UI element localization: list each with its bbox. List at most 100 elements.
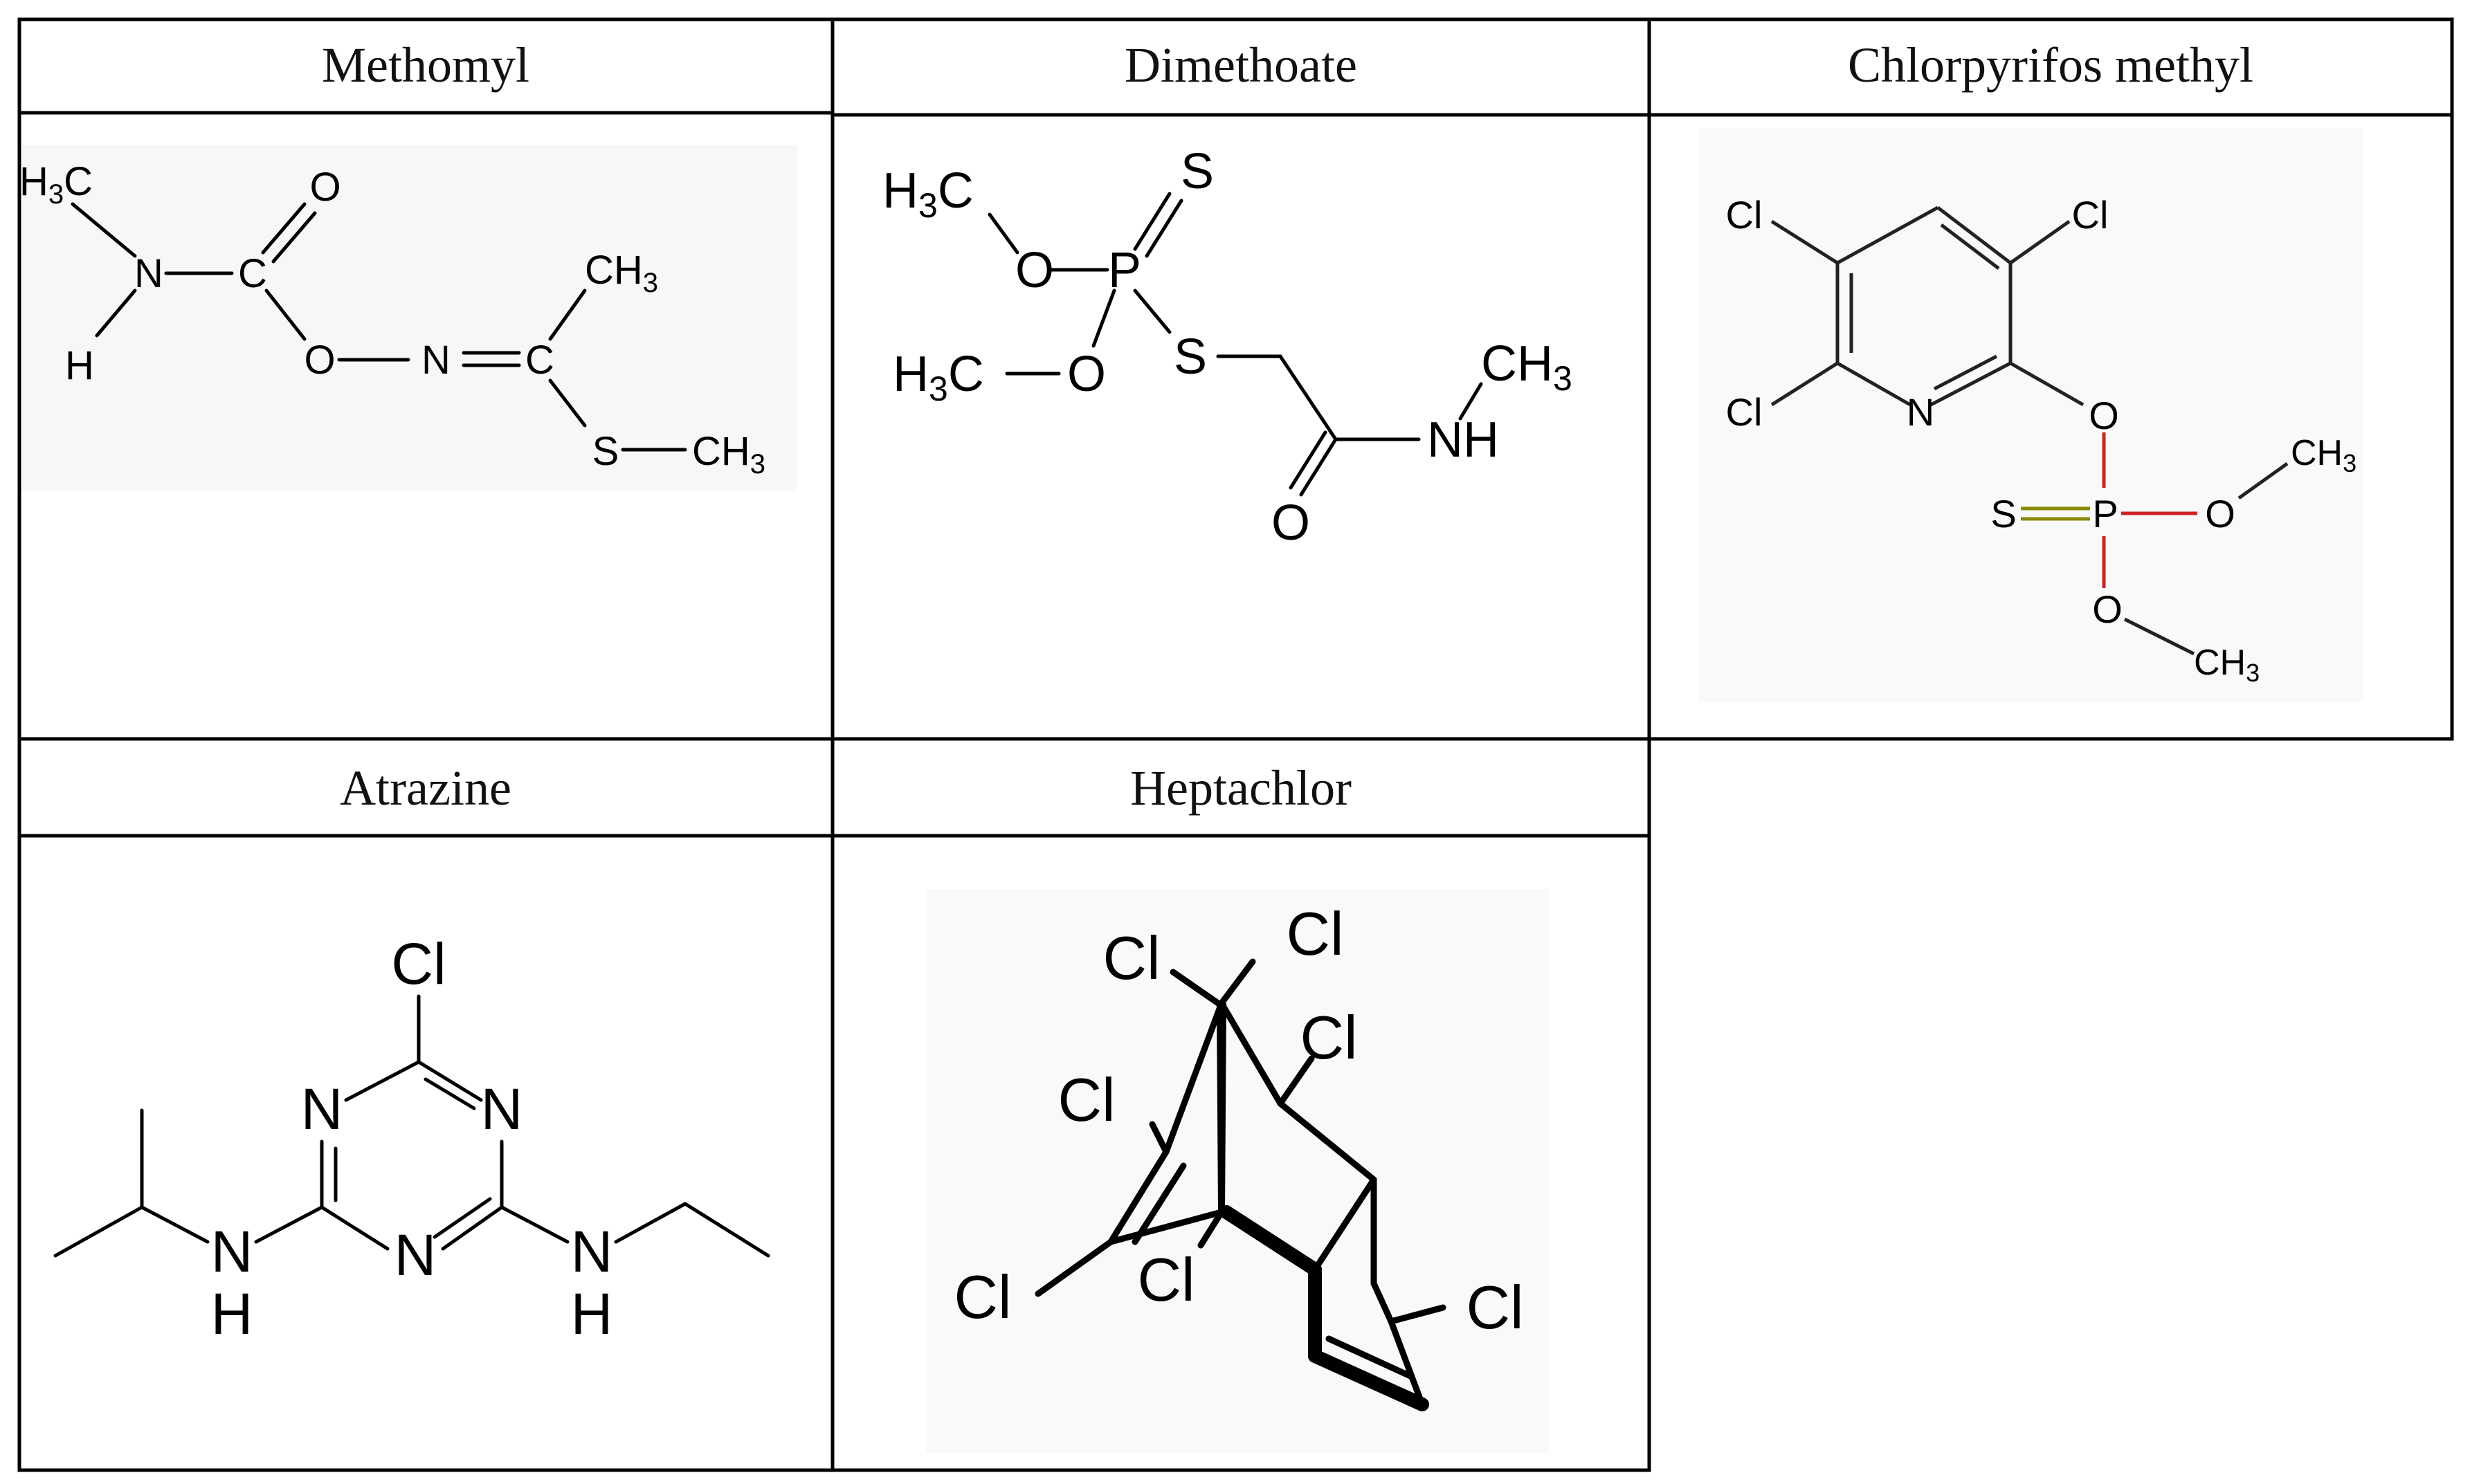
- dimethoate-ch3-label: CH3: [1481, 336, 1572, 398]
- heptachlor-cl-2-label: Cl: [1286, 899, 1343, 968]
- atrazine-nh-right-h-label: H: [571, 1281, 613, 1346]
- bond: [344, 1060, 421, 1102]
- atrazine-n-right-label: N: [481, 1077, 523, 1142]
- chlorpyrifos-n-label: N: [1907, 390, 1934, 434]
- bond: [683, 1202, 770, 1258]
- bond: [1107, 1209, 1225, 1245]
- chlorpyrifos-ch3-right-label: CH3: [2291, 433, 2357, 477]
- heptachlor-structure: Cl Cl Cl Cl Cl Cl Cl: [926, 889, 1549, 1453]
- bond: [264, 288, 307, 341]
- bond: [1218, 958, 1256, 1007]
- bond: [1145, 199, 1183, 258]
- bond: [1091, 288, 1116, 348]
- bond: [1277, 1100, 1377, 1183]
- bond: [53, 1205, 144, 1258]
- bond: [1149, 1121, 1170, 1155]
- bond: [1770, 361, 1839, 407]
- bond: [1388, 1318, 1426, 1408]
- methomyl-oxime-c-label: C: [525, 338, 554, 383]
- chlorpyrifos-cl-top-right-label: Cl: [2072, 193, 2109, 237]
- bond: [1218, 1000, 1284, 1107]
- dimethoate-carbonyl-o-label: O: [1271, 495, 1310, 551]
- chlorpyrifos-methyl-title: Chlorpyrifos methyl: [1848, 37, 2253, 93]
- bond: [261, 202, 307, 255]
- bond: [424, 1077, 476, 1110]
- table-grid: [17, 17, 2454, 1472]
- chlorpyrifos-s-label: S: [1990, 492, 2016, 535]
- bond: [1170, 969, 1222, 1007]
- heptachlor-image-background: [926, 889, 1549, 1453]
- methomyl-n-label: N: [134, 251, 163, 296]
- atrazine-title: Atrazine: [340, 760, 511, 816]
- bond: [2237, 461, 2289, 500]
- methomyl-ch3-top-label: CH3: [585, 248, 658, 298]
- bond: [417, 1060, 483, 1102]
- bond: [1133, 192, 1172, 251]
- bond: [614, 1202, 687, 1244]
- bond: [2009, 219, 2071, 265]
- methomyl-carbonyl-o-label: O: [309, 165, 340, 210]
- chlorpyrifos-methyl-structure: Cl Cl Cl N O S P O O CH3 CH3: [1699, 128, 2363, 702]
- bond: [1197, 1209, 1225, 1249]
- methomyl-oxime-n-label: N: [421, 338, 451, 383]
- heptachlor-cl-4-label: Cl: [1057, 1065, 1115, 1134]
- bond: [1836, 205, 1939, 265]
- bond: [548, 288, 587, 341]
- bond: [1035, 1238, 1114, 1297]
- heptachlor-cl-3-label: Cl: [1300, 1003, 1357, 1072]
- bond: [988, 212, 1019, 255]
- chlorpyrifos-p-label: P: [2092, 492, 2118, 535]
- bond: [140, 1205, 210, 1244]
- bond: [254, 1205, 324, 1244]
- bond: [1289, 430, 1327, 490]
- bond: [2009, 361, 2085, 407]
- bond: [1325, 1335, 1415, 1380]
- bond: [1163, 1000, 1225, 1155]
- atrazine-structure: Cl N N N N H N H: [53, 931, 770, 1346]
- bond: [1311, 1176, 1377, 1273]
- bond: [1929, 361, 2012, 407]
- chlorpyrifos-o-link-label: O: [2089, 394, 2119, 437]
- atrazine-nh-left-n-label: N: [211, 1219, 253, 1284]
- atrazine-n-left-label: N: [301, 1077, 343, 1142]
- bond-bold: [1308, 1349, 1429, 1411]
- dimethoate-s-thio-label: S: [1174, 329, 1207, 385]
- bond: [1277, 1055, 1315, 1107]
- bond: [95, 288, 137, 338]
- methomyl-s-label: S: [592, 429, 619, 474]
- methomyl-ester-o-label: O: [304, 338, 335, 383]
- bond: [1933, 354, 1998, 391]
- heptachlor-structure-cell: [830, 834, 1651, 1472]
- bond: [500, 1205, 570, 1244]
- bond: [1299, 437, 1338, 497]
- dimethoate-structure: H3C O P S H3C O S CH3 NH O: [882, 144, 1572, 551]
- bond: [1458, 382, 1483, 421]
- pyridine-ring: [1835, 205, 2013, 407]
- dimethoate-h3c-top-label: H3C: [882, 163, 974, 225]
- bond: [1278, 354, 1338, 441]
- bond: [441, 1205, 504, 1251]
- heptachlor-cl-5-label: Cl: [954, 1263, 1011, 1331]
- bond: [1388, 1304, 1446, 1325]
- bond: [71, 202, 137, 258]
- bond: [271, 211, 317, 264]
- chlorpyrifos-image-background: [1699, 128, 2363, 702]
- dimethoate-nh-label: NH: [1427, 412, 1499, 468]
- heptachlor-cl-7-label: Cl: [1466, 1273, 1523, 1341]
- heptachlor-cl-6-label: Cl: [1137, 1245, 1195, 1314]
- bond: [433, 1197, 492, 1239]
- methomyl-h-label: H: [65, 343, 94, 388]
- bond: [1770, 219, 1839, 265]
- methomyl-image-background: [22, 145, 797, 491]
- bond: [1107, 1148, 1170, 1245]
- heptachlor-cl-1-label: Cl: [1102, 924, 1160, 992]
- atrazine-cl-label: Cl: [391, 931, 446, 996]
- atrazine-nh-left-h-label: H: [211, 1281, 253, 1346]
- methomyl-title: Methomyl: [322, 37, 529, 93]
- dimethoate-title: Dimethoate: [1125, 37, 1357, 93]
- chlorpyrifos-o-right-label: O: [2205, 492, 2235, 535]
- chlorpyrifos-structure-cell: [1647, 113, 2454, 741]
- bond: [320, 1205, 390, 1251]
- bond: [1370, 1280, 1395, 1325]
